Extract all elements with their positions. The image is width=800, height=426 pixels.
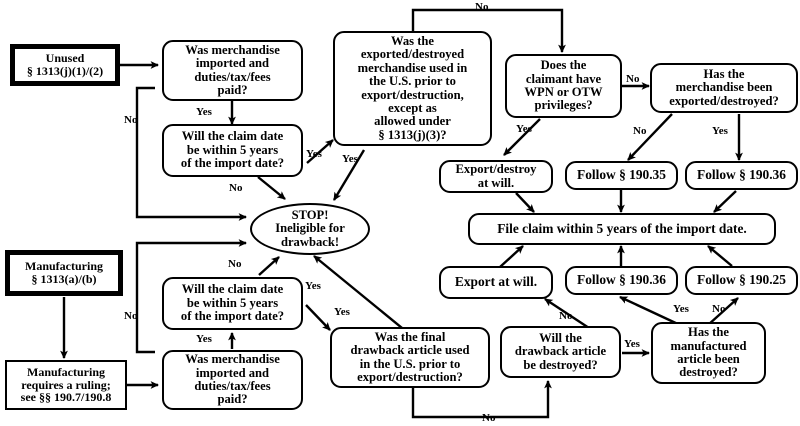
node-follow-190-36-top-label: Follow § 190.36 [697, 167, 786, 183]
node-follow-190-36-top[interactable]: Follow § 190.36 [685, 161, 798, 190]
edge-19036top-fileclaim [713, 190, 737, 213]
edge-manufactured-no [707, 297, 739, 326]
edge-label-wpn-no: No [626, 73, 640, 85]
edge-label-mfg-q3-yes: Yes [334, 306, 350, 318]
node-export-at-will-label: Export at will. [454, 274, 538, 290]
node-manufacturing-start[interactable]: Manufacturing§ 1313(a)/(b) [5, 250, 123, 296]
edge-mfgq1-no [258, 256, 280, 276]
edge-label-unused-q2-yes: Yes [306, 148, 322, 160]
edge-label-mfg-branch-no: No [124, 310, 138, 322]
edge-drawback-no [544, 297, 590, 330]
edge-exportdestroy-fileclaim [515, 192, 535, 213]
edge-unused-q3-yes [332, 149, 366, 201]
edge-merch-no [627, 113, 673, 161]
edge-label-manufactured-destroyed-yes: Yes [673, 303, 689, 315]
edge-19025-fileclaim [707, 245, 733, 267]
edge-label-mfg-q3-no: No [482, 412, 496, 424]
edge-label-drawback-destroyed-no: No [559, 310, 573, 322]
edge-label-mfg-q1-no: No [228, 258, 242, 270]
edge-label-merch-exported-no: No [633, 125, 647, 137]
edge-mfg-q2-no [135, 239, 247, 354]
edge-label-wpn-yes: Yes [516, 123, 532, 135]
edge-label-unused-q2-no: No [229, 182, 243, 194]
edge-mfgq3-no [411, 380, 552, 419]
node-follow-190-25[interactable]: Follow § 190.25 [685, 266, 798, 295]
node-unused-start[interactable]: Unused§ 1313(j)(1)/(2) [10, 44, 120, 86]
node-file-claim-label: File claim within 5 years of the import … [497, 220, 747, 236]
edge-unused-q2-no [257, 176, 286, 200]
node-follow-190-36-bottom-label: Follow § 190.36 [577, 272, 666, 288]
edge-exportatwill-fileclaim [499, 245, 524, 268]
edge-mfgq1-yes [305, 304, 331, 331]
edge-unused-q1-no [135, 86, 247, 221]
node-unused-start-label: Unused§ 1313(j)(1)/(2) [26, 51, 104, 78]
edge-label-mfg-q2-yes: Yes [196, 333, 212, 345]
node-manufacturing-start-label: Manufacturing§ 1313(a)/(b) [25, 259, 103, 286]
edge-label-merch-exported-yes: Yes [712, 125, 728, 137]
node-follow-190-36-bottom[interactable]: Follow § 190.36 [565, 266, 678, 295]
edge-unused-q3-no [411, 8, 566, 53]
edge-unused-q2-yes [306, 139, 334, 164]
edge-label-unused-q1-no: No [124, 114, 138, 126]
edge-label-unused-q1-yes: Yes [196, 106, 212, 118]
edge-label-mfg-q1-yes: Yes [305, 280, 321, 292]
edge-label-unused-q3-no: No [475, 1, 489, 13]
edge-label-manufactured-destroyed-no: No [712, 303, 726, 315]
edge-manufactured-yes [619, 295, 681, 327]
node-export-at-will[interactable]: Export at will. [439, 266, 553, 299]
node-follow-190-35-label: Follow § 190.35 [577, 167, 666, 183]
node-file-claim[interactable]: File claim within 5 years of the import … [468, 213, 776, 245]
edge-label-drawback-destroyed-yes: Yes [624, 338, 640, 350]
edge-label-unused-q3-yes: Yes [342, 153, 358, 165]
edge-wpn-yes [503, 118, 541, 156]
node-follow-190-25-label: Follow § 190.25 [697, 272, 786, 288]
node-follow-190-35[interactable]: Follow § 190.35 [565, 161, 678, 190]
